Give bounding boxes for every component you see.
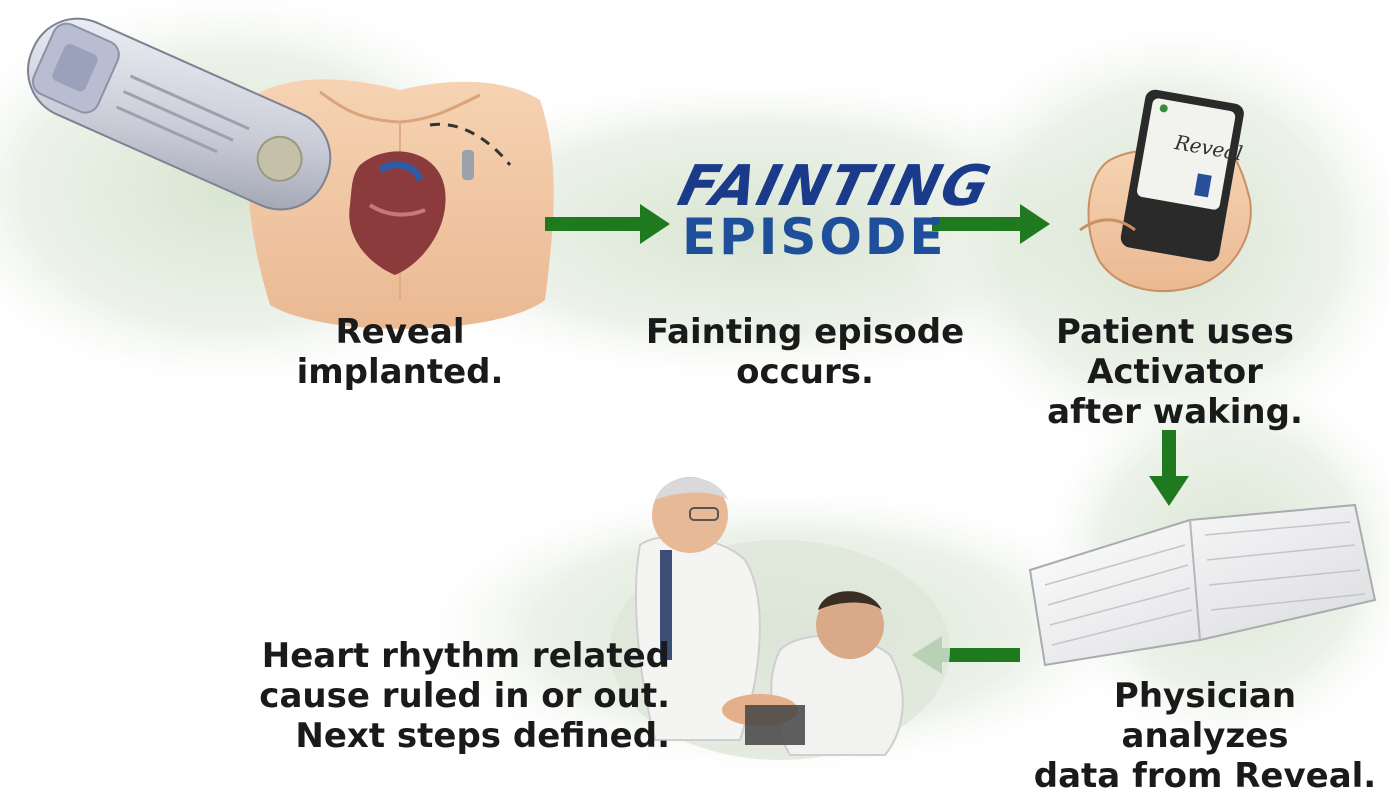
step-caption-outcome: Heart rhythm related cause ruled in or o… <box>250 636 670 756</box>
step-caption-implanted: Reveal implanted. <box>255 312 545 392</box>
step-caption-analyzes: Physician analyzes data from Reveal. <box>1025 676 1385 796</box>
step-caption-activator: Patient uses Activator after waking. <box>1030 312 1320 432</box>
fainting-workflow-diagram: Reveal <box>0 0 1389 776</box>
fainting-graphic-line2: EPISODE <box>682 210 962 264</box>
step-caption-fainting: Fainting episode occurs. <box>640 312 970 392</box>
